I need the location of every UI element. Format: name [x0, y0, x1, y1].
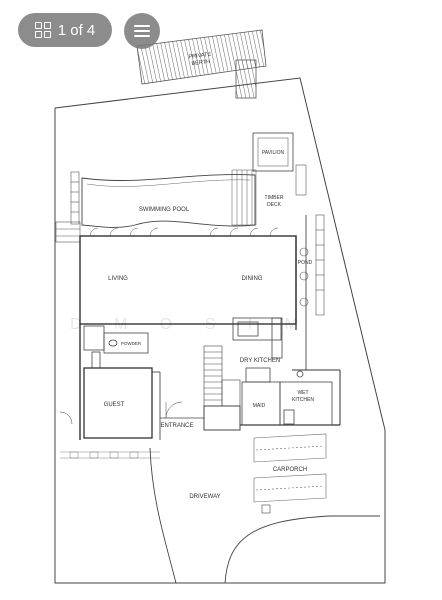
label-pavilion: PAVILION: [262, 150, 285, 156]
private-berth: [136, 29, 267, 85]
sliding-doors: [89, 227, 279, 237]
kitchen-island: [232, 317, 283, 359]
pavilion: [252, 132, 294, 172]
carporch: [253, 433, 327, 503]
label-guest: GUEST: [104, 402, 125, 408]
label-driveway: DRIVEWAY: [189, 494, 220, 500]
label-dry-kitchen: DRY KITCHEN: [240, 358, 280, 364]
label-wet-kitchen: WET: [297, 390, 308, 396]
label-timber-deck-2: DECK: [267, 202, 282, 208]
label-dining: DINING: [242, 276, 263, 282]
grid-icon: [34, 22, 51, 38]
pond-strip: [295, 164, 325, 316]
pool-inner-edge: [86, 179, 251, 187]
label-carporch: CARPORCH: [273, 467, 307, 473]
label-living: LIVING: [108, 276, 128, 282]
menu-button[interactable]: [124, 13, 160, 49]
hamburger-menu-icon: [134, 25, 150, 37]
label-swimming-pool: SWIMMING POOL: [139, 207, 190, 213]
gate-paving: [60, 451, 160, 459]
guest-room: [59, 367, 161, 440]
watermark: D M O S I M: [70, 316, 312, 333]
label-powder: POWDER: [121, 341, 142, 346]
landscape-planter-left: [55, 171, 81, 243]
pavilion-inner: [257, 137, 289, 167]
entrance: [160, 401, 204, 419]
timber-deck: [231, 169, 257, 226]
page-counter-button[interactable]: 1 of 4: [18, 13, 112, 47]
label-maid: MAID: [253, 403, 266, 409]
label-timber-deck: TIMBER: [265, 195, 284, 201]
page-counter-text: 1 of 4: [57, 21, 96, 39]
swimming-pool: [81, 174, 256, 228]
berth-walkway: [235, 59, 257, 99]
driveway: [149, 447, 380, 584]
site-boundary: [54, 77, 386, 584]
label-private-berth-2: BERTH: [191, 59, 210, 67]
service-block: [241, 367, 333, 426]
house-walls: [79, 215, 341, 440]
label-pond: POND: [298, 260, 313, 266]
label-entrance: ENTRANCE: [160, 423, 193, 429]
label-private-berth: PRIVATE: [188, 52, 212, 61]
label-wet-kitchen-2: KITCHEN: [292, 397, 314, 403]
staircase: [203, 345, 241, 431]
